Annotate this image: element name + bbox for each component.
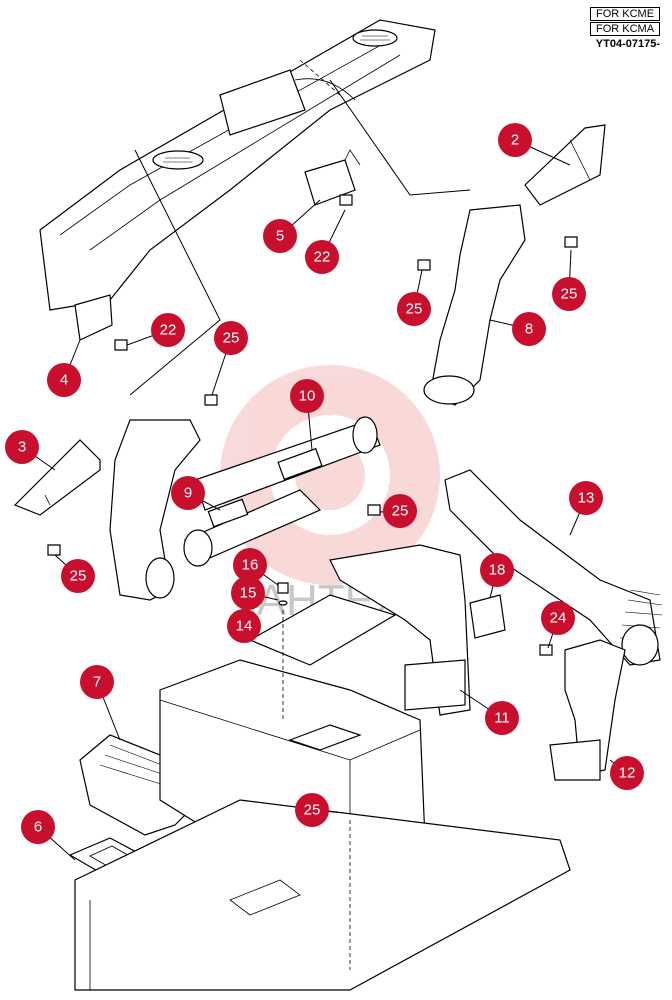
callout-6-label: 6 bbox=[34, 819, 42, 836]
callout-15-label: 15 bbox=[240, 585, 257, 602]
callout-16-label: 16 bbox=[242, 557, 259, 574]
callout-25-right-upper: 25 bbox=[552, 277, 586, 311]
callout-8: 8 bbox=[512, 312, 546, 346]
callout-7-label: 7 bbox=[93, 674, 101, 691]
callout-25-left-label: 25 bbox=[223, 330, 240, 347]
duct-8 bbox=[423, 204, 526, 406]
diagram-code: YT04-07175- bbox=[595, 38, 660, 50]
header-variant-kcme: FOR KCME bbox=[590, 7, 660, 21]
callout-5-label: 5 bbox=[276, 228, 284, 245]
callout-9-label: 9 bbox=[184, 485, 192, 502]
callout-6: 6 bbox=[21, 810, 55, 844]
plate-14 bbox=[248, 594, 397, 666]
bolt-25-left bbox=[204, 394, 218, 406]
callout-8-label: 8 bbox=[525, 321, 533, 338]
duct-11 bbox=[329, 544, 471, 716]
header-variant-kcma: FOR KCMA bbox=[590, 22, 660, 36]
callout-25-lower: 25 bbox=[295, 793, 329, 827]
callout-12: 12 bbox=[610, 756, 644, 790]
callout-25-duct8: 25 bbox=[397, 292, 431, 326]
callout-13-label: 13 bbox=[578, 490, 595, 507]
callout-13: 13 bbox=[569, 481, 603, 515]
bolt-25-bracket3 bbox=[47, 544, 61, 556]
bracket-2 bbox=[524, 124, 606, 206]
callout-22-upper: 22 bbox=[305, 240, 339, 274]
callout-14: 14 bbox=[227, 609, 261, 643]
callout-25-left: 25 bbox=[214, 321, 248, 355]
bracket-4 bbox=[74, 294, 113, 341]
callout-2-label: 2 bbox=[511, 132, 519, 149]
upper-duct-frame bbox=[39, 19, 436, 311]
bracket-3 bbox=[13, 439, 101, 516]
callout-22-upper-label: 22 bbox=[314, 249, 331, 266]
callout-25-right-upper-label: 25 bbox=[561, 286, 578, 303]
bracket-5 bbox=[304, 149, 361, 206]
callout-24-label: 24 bbox=[550, 610, 567, 627]
duct-10 bbox=[194, 416, 381, 511]
bolt-22-left bbox=[114, 339, 128, 351]
callout-12-label: 12 bbox=[619, 765, 636, 782]
callout-3: 3 bbox=[5, 430, 39, 464]
callout-4-label: 4 bbox=[60, 372, 68, 389]
bolt-25-duct8 bbox=[417, 259, 431, 271]
callout-25-bracket3: 25 bbox=[61, 559, 95, 593]
duct-12 bbox=[549, 639, 626, 781]
callout-4: 4 bbox=[47, 363, 81, 397]
duct-9 bbox=[183, 489, 322, 567]
callout-10-label: 10 bbox=[299, 388, 316, 405]
duct-13 bbox=[444, 469, 663, 666]
callout-18: 18 bbox=[480, 553, 514, 587]
callout-14-label: 14 bbox=[236, 618, 253, 635]
screw-16-washer-15 bbox=[277, 582, 289, 606]
bolt-25-center bbox=[367, 504, 381, 516]
callout-2: 2 bbox=[498, 123, 532, 157]
block-18 bbox=[469, 594, 506, 639]
callout-5: 5 bbox=[263, 219, 297, 253]
duct-left bbox=[109, 419, 201, 601]
bolt-25-right-upper bbox=[564, 236, 578, 248]
callout-25-center-label: 25 bbox=[392, 503, 409, 520]
callout-25-lower-label: 25 bbox=[304, 802, 321, 819]
callout-11: 11 bbox=[485, 701, 519, 735]
callout-25-center: 25 bbox=[383, 494, 417, 528]
bolt-22-upper bbox=[339, 194, 353, 206]
callout-24: 24 bbox=[541, 601, 575, 635]
callout-22-left-label: 22 bbox=[160, 322, 177, 339]
callout-7: 7 bbox=[80, 665, 114, 699]
bolt-24 bbox=[539, 644, 553, 656]
callout-22-left: 22 bbox=[151, 313, 185, 347]
callout-25-duct8-label: 25 bbox=[406, 301, 423, 318]
floor-plate bbox=[74, 799, 571, 991]
callout-25-bracket3-label: 25 bbox=[70, 568, 87, 585]
callout-15: 15 bbox=[231, 576, 265, 610]
callout-18-label: 18 bbox=[489, 562, 506, 579]
callout-16: 16 bbox=[233, 548, 267, 582]
callout-9: 9 bbox=[171, 476, 205, 510]
callout-3-label: 3 bbox=[18, 439, 26, 456]
callout-10: 10 bbox=[290, 379, 324, 413]
callout-11-label: 11 bbox=[494, 710, 510, 727]
